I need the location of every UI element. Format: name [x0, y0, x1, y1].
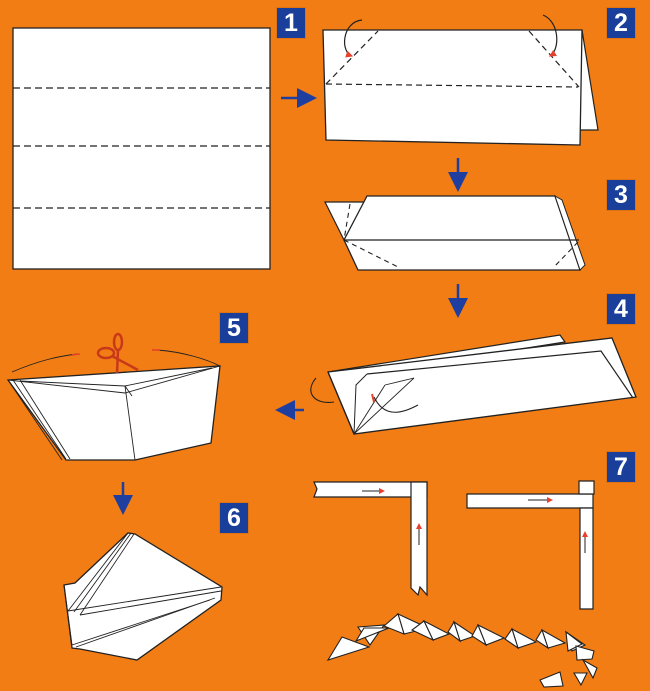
- step-2-illustration: [322, 14, 599, 146]
- step-badge-3: 3: [607, 180, 635, 210]
- curved-fold-arrow-icon: [542, 14, 558, 57]
- step-4-illustration: [310, 334, 637, 435]
- step-6-illustration: [63, 532, 223, 661]
- step-1-illustration: [12, 27, 271, 270]
- snake-chain: [326, 612, 598, 688]
- curved-fold-arrow-icon: [310, 377, 335, 403]
- step-badge-6: 6: [220, 503, 248, 533]
- step-badge-2: 2: [607, 8, 635, 38]
- step-3-illustration: [324, 194, 586, 271]
- step-badge-5: 5: [220, 313, 248, 343]
- step-badge-1: 1: [277, 8, 305, 38]
- curved-fold-arrow-icon: [344, 19, 363, 58]
- fold-lines: [13, 87, 270, 209]
- step-7-illustration: [313, 480, 598, 688]
- step-badge-4: 4: [607, 294, 635, 324]
- scissors-icon: [96, 332, 139, 374]
- step-badge-7: 7: [607, 452, 635, 482]
- step-5-illustration: [6, 332, 221, 461]
